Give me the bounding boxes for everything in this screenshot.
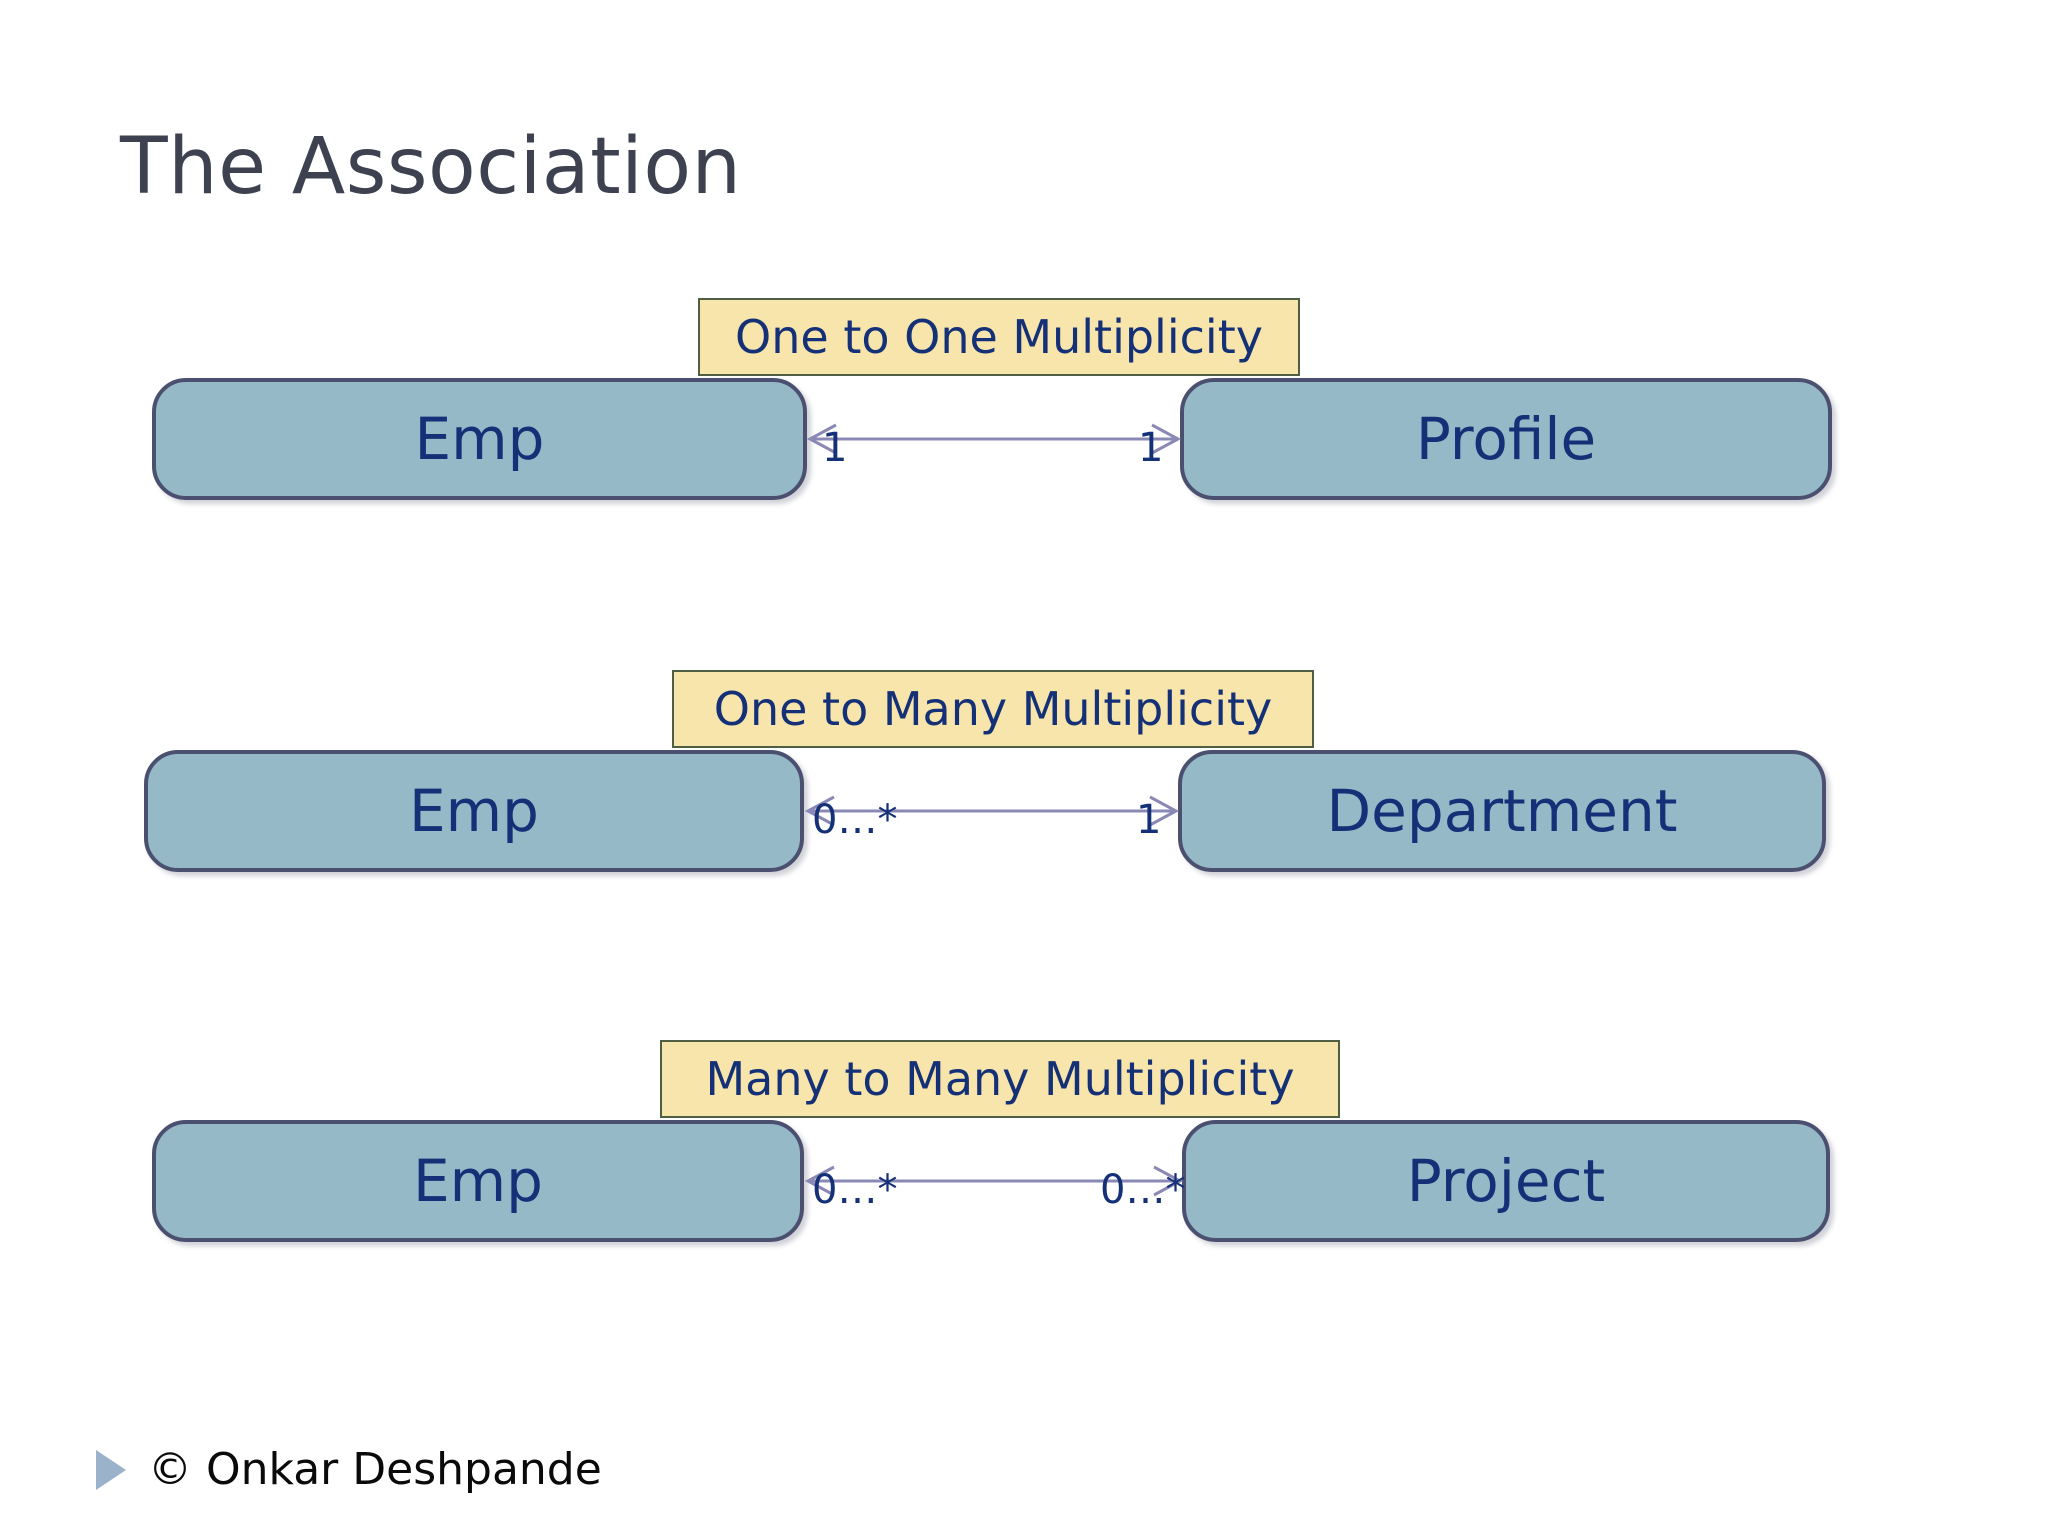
entity-label: Emp [409, 777, 539, 845]
entity-box-right[interactable]: Project [1182, 1120, 1830, 1242]
multiplicity-caption: One to One Multiplicity [698, 298, 1300, 376]
multiplicity-right: 0…* [1100, 1167, 1186, 1213]
entity-box-left[interactable]: Emp [152, 378, 807, 500]
triangle-right-icon [96, 1450, 126, 1490]
double-headed-arrow-icon [804, 1165, 1184, 1197]
association-connector [798, 750, 1186, 872]
association-row: Emp 0…* 0…* Project Many to Many Multipl… [0, 1030, 2048, 1280]
multiplicity-left: 1 [822, 425, 848, 471]
multiplicity-caption-label: One to One Multiplicity [735, 310, 1263, 364]
double-headed-arrow-icon [806, 423, 1182, 455]
multiplicity-caption: Many to Many Multiplicity [660, 1040, 1340, 1118]
association-connector [800, 378, 1188, 500]
entity-label: Emp [414, 405, 545, 473]
entity-label: Project [1406, 1147, 1606, 1215]
double-headed-arrow-icon [804, 795, 1180, 827]
page-title: The Association [120, 122, 742, 212]
entity-box-left[interactable]: Emp [152, 1120, 804, 1242]
association-row: Emp 1 1 Profile One to One Multiplicity [0, 288, 2048, 538]
footer: © Onkar Deshpande [96, 1448, 602, 1492]
entity-label: Profile [1415, 405, 1597, 473]
multiplicity-caption-label: One to Many Multiplicity [713, 682, 1273, 736]
multiplicity-left: 0…* [812, 1167, 898, 1213]
entity-label: Department [1326, 777, 1678, 845]
multiplicity-left: 0…* [812, 797, 898, 843]
footer-copyright-text: © Onkar Deshpande [148, 1444, 602, 1495]
entity-box-left[interactable]: Emp [144, 750, 804, 872]
multiplicity-caption-label: Many to Many Multiplicity [705, 1052, 1295, 1106]
multiplicity-right: 1 [1138, 425, 1164, 471]
entity-label: Emp [413, 1147, 543, 1215]
association-row: Emp 0…* 1 Department One to Many Multipl… [0, 660, 2048, 910]
association-connector [798, 1120, 1190, 1242]
entity-box-right[interactable]: Department [1178, 750, 1826, 872]
multiplicity-right: 1 [1136, 797, 1162, 843]
entity-box-right[interactable]: Profile [1180, 378, 1832, 500]
multiplicity-caption: One to Many Multiplicity [672, 670, 1314, 748]
